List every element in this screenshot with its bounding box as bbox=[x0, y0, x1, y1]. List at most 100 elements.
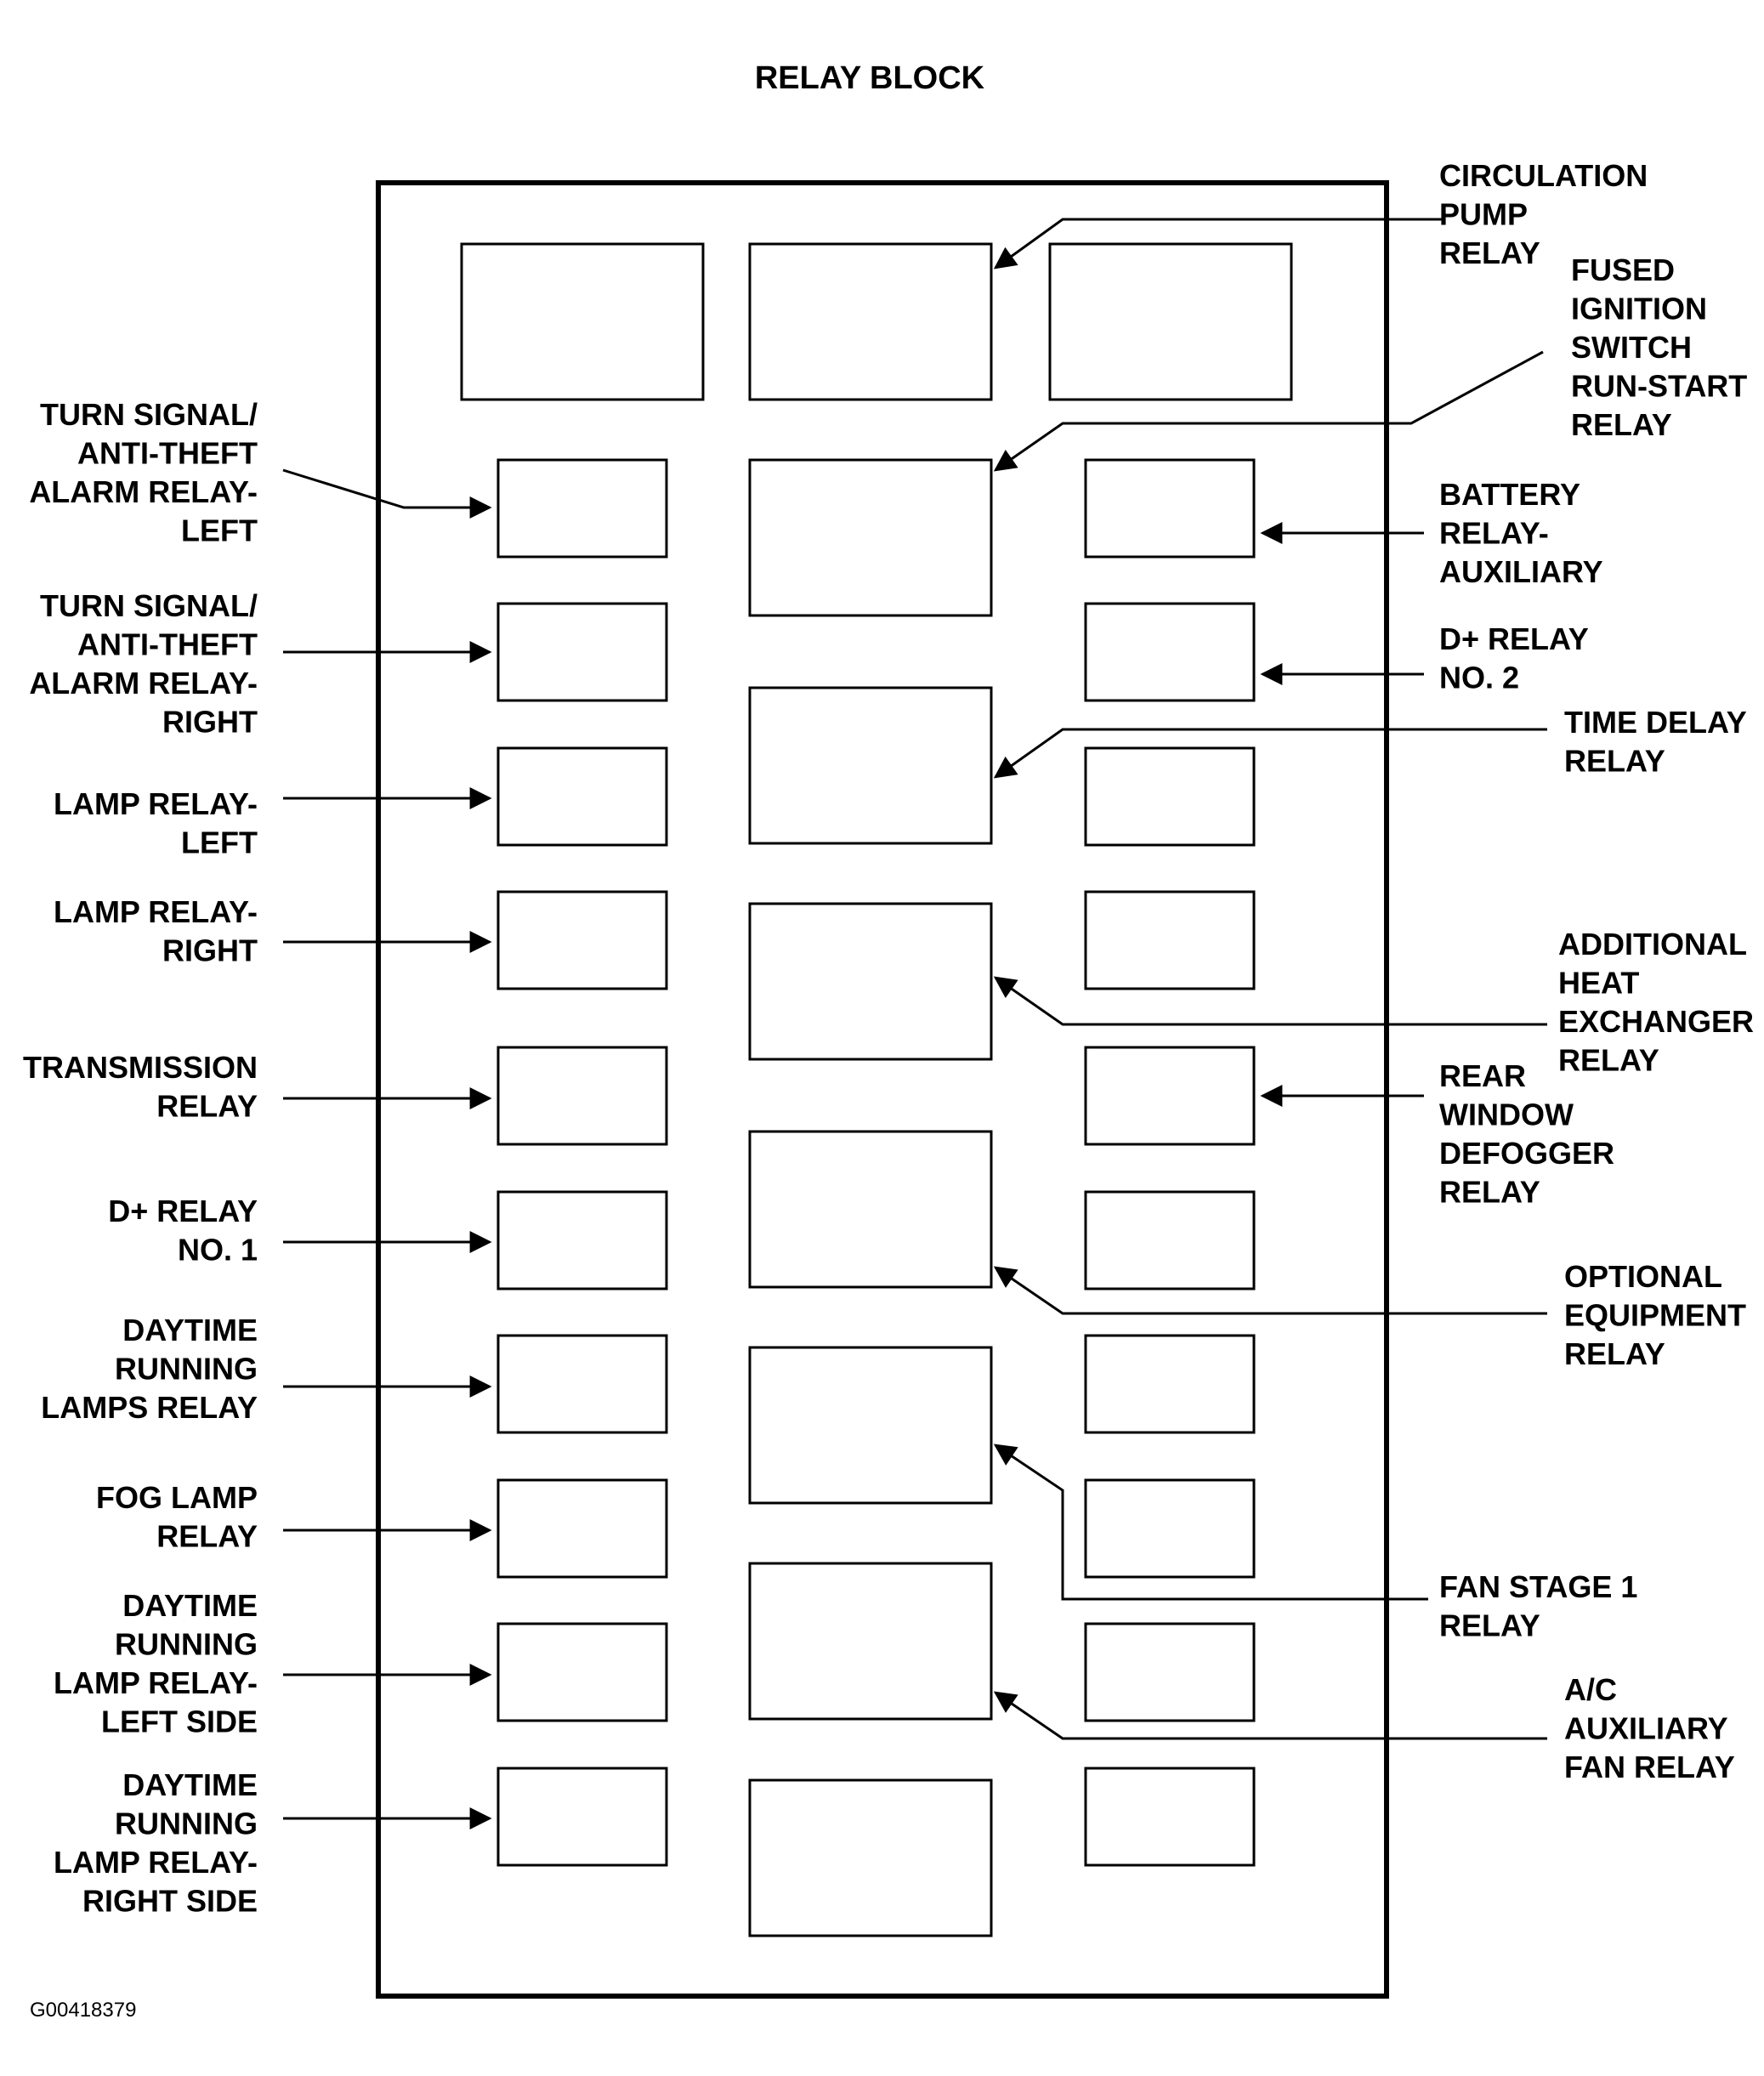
label-line: RELAY bbox=[1564, 1336, 1665, 1371]
label-line: RELAY bbox=[1571, 407, 1672, 442]
relay-center-3 bbox=[748, 902, 993, 1061]
relay-right-7 bbox=[1084, 1334, 1256, 1434]
label-line: RUNNING bbox=[115, 1627, 258, 1662]
relay-right-8 bbox=[1084, 1478, 1256, 1579]
label-line: FAN RELAY bbox=[1564, 1750, 1735, 1784]
label-line: RELAY bbox=[156, 1519, 258, 1554]
label-line: CIRCULATION bbox=[1439, 158, 1648, 193]
figure-code: G00418379 bbox=[30, 1999, 136, 2022]
diagram-title: RELAY BLOCK bbox=[755, 60, 985, 96]
relay-top-left bbox=[460, 242, 705, 401]
label-line: DAYTIME bbox=[122, 1313, 258, 1347]
relay-right-6 bbox=[1084, 1190, 1256, 1290]
leader-ac-auxiliary-fan bbox=[993, 1691, 1547, 1740]
label-line: TURN SIGNAL/ bbox=[40, 397, 258, 432]
relay-right-4 bbox=[1084, 890, 1256, 990]
label-lamp-relay-left: LAMP RELAY- LEFT bbox=[54, 786, 258, 860]
label-line: LAMP RELAY- bbox=[54, 1665, 258, 1700]
label-line: RIGHT SIDE bbox=[82, 1884, 258, 1919]
label-line: EQUIPMENT bbox=[1564, 1298, 1746, 1333]
label-line: RUNNING bbox=[115, 1352, 258, 1387]
label-line: LAMP RELAY- bbox=[54, 786, 258, 821]
relay-center-2 bbox=[748, 686, 993, 845]
relay-center-5 bbox=[748, 1346, 993, 1505]
relay-left-2 bbox=[496, 602, 668, 702]
relay-center-4 bbox=[748, 1130, 993, 1289]
label-line: WINDOW bbox=[1439, 1098, 1574, 1132]
label-line: ANTI-THEFT bbox=[77, 627, 258, 662]
label-line: SWITCH bbox=[1571, 330, 1692, 365]
relay-left-9 bbox=[496, 1622, 668, 1722]
label-line: DAYTIME bbox=[122, 1767, 258, 1802]
label-line: RELAY bbox=[1439, 1608, 1540, 1643]
label-transmission-relay: TRANSMISSION RELAY bbox=[23, 1050, 258, 1124]
leader-fused-ignition bbox=[993, 350, 1544, 472]
label-line: REAR bbox=[1439, 1058, 1526, 1093]
label-line: ANTI-THEFT bbox=[77, 436, 258, 471]
label-line: NO. 2 bbox=[1439, 661, 1519, 695]
relay-left-4 bbox=[496, 890, 668, 990]
label-line: LEFT bbox=[181, 825, 258, 860]
label-line: FUSED bbox=[1571, 252, 1675, 287]
label-line: DAYTIME bbox=[122, 1588, 258, 1623]
label-line: LAMPS RELAY bbox=[41, 1390, 258, 1425]
label-line: TRANSMISSION bbox=[23, 1050, 258, 1085]
relay-right-2 bbox=[1084, 602, 1256, 702]
label-line: HEAT bbox=[1558, 966, 1639, 1001]
label-line: RIGHT bbox=[162, 933, 258, 968]
relay-left-3 bbox=[496, 746, 668, 847]
label-drl-right-side: DAYTIME RUNNING LAMP RELAY- RIGHT SIDE bbox=[54, 1767, 258, 1919]
leader-circulation-pump bbox=[993, 218, 1445, 269]
relay-left-1 bbox=[496, 458, 668, 559]
label-line: RELAY bbox=[1558, 1043, 1659, 1078]
relay-top-center bbox=[748, 242, 993, 401]
label-line: TIME DELAY bbox=[1564, 705, 1747, 740]
label-line: ALARM RELAY- bbox=[29, 666, 258, 701]
label-line: AUXILIARY bbox=[1439, 554, 1603, 589]
label-line: ADDITIONAL bbox=[1558, 927, 1747, 961]
label-line: RELAY bbox=[1439, 1175, 1540, 1210]
label-line: A/C bbox=[1564, 1672, 1617, 1707]
label-line: FAN STAGE 1 bbox=[1439, 1569, 1637, 1604]
relay-left-10 bbox=[496, 1767, 668, 1867]
label-line: ALARM RELAY- bbox=[29, 474, 258, 509]
label-line: LAMP RELAY- bbox=[54, 894, 258, 929]
label-line: D+ RELAY bbox=[108, 1194, 258, 1228]
leader-optional-equipment bbox=[993, 1266, 1547, 1315]
relay-right-10 bbox=[1084, 1767, 1256, 1867]
label-line: LEFT SIDE bbox=[101, 1704, 258, 1739]
relay-left-5 bbox=[496, 1046, 668, 1146]
relay-right-1 bbox=[1084, 458, 1256, 559]
label-line: RUNNING bbox=[115, 1807, 258, 1841]
label-line: EXCHANGER bbox=[1558, 1004, 1754, 1039]
relay-left-6 bbox=[496, 1190, 668, 1290]
label-line: RUN-START bbox=[1571, 369, 1747, 404]
label-fan-stage-1-relay: FAN STAGE 1 RELAY bbox=[1439, 1569, 1637, 1643]
relay-block-outline bbox=[376, 180, 1389, 1999]
relay-right-9 bbox=[1084, 1622, 1256, 1722]
leader-time-delay bbox=[993, 728, 1547, 779]
label-line: RELAY bbox=[156, 1089, 258, 1124]
label-line: LAMP RELAY- bbox=[54, 1845, 258, 1880]
leader-fan-stage-1 bbox=[993, 1444, 1428, 1601]
label-line: PUMP bbox=[1439, 197, 1528, 232]
relay-right-3 bbox=[1084, 746, 1256, 847]
label-line: RELAY- bbox=[1439, 516, 1549, 551]
relay-center-6 bbox=[748, 1562, 993, 1721]
